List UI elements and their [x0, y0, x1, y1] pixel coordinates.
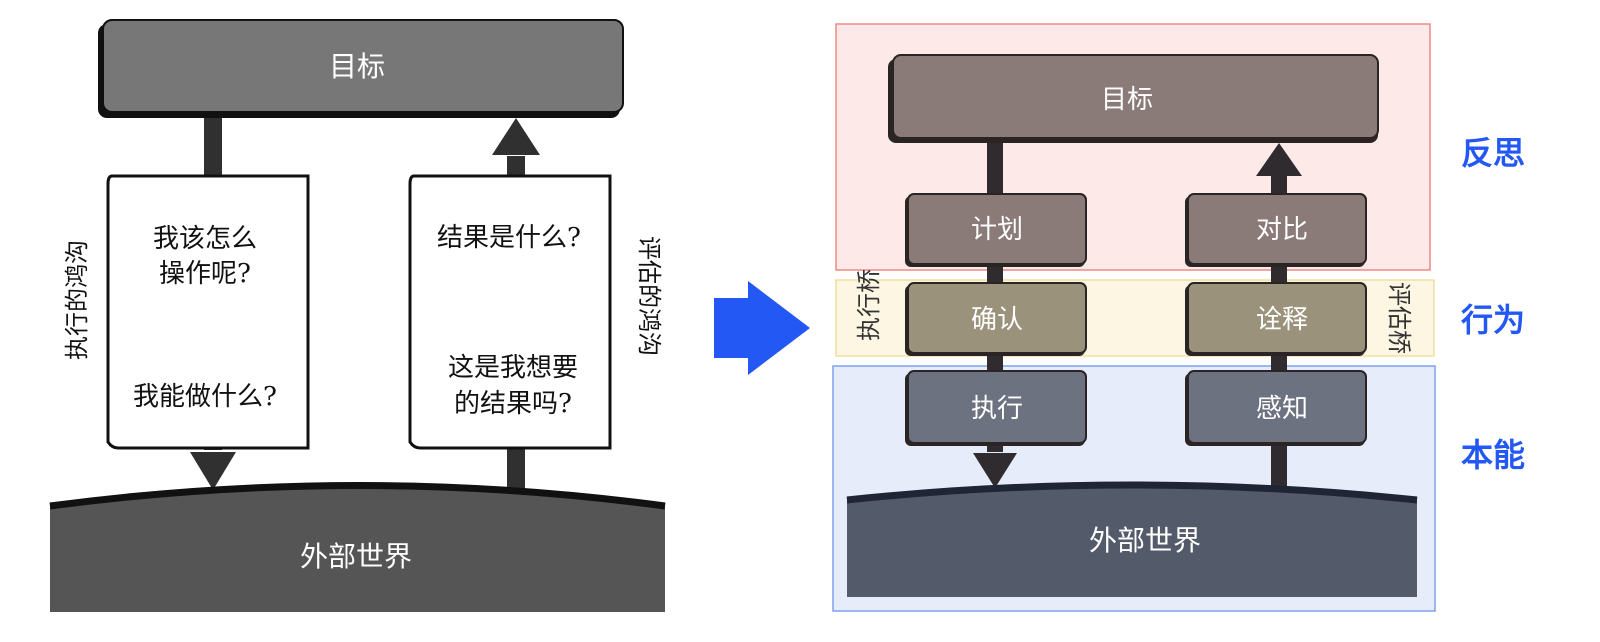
left-execution-arrow-down-icon [190, 452, 236, 490]
left-gulf-evaluation-label: 评估的鸿沟 [635, 236, 663, 356]
left-evaluation-text-line-2: 这是我想要 [448, 353, 578, 383]
left-execution-text-line-3: 我能做什么? [133, 382, 277, 412]
left-diagram: 目标 我该怎么 操作呢? 我能做什么? 结果是什么? 这是我想要 的结果吗? 执… [49, 19, 666, 612]
behavioral-level-label: 行为 [1461, 301, 1525, 339]
right-world-edge [846, 481, 1418, 504]
left-execution-text-line-2: 操作呢? [159, 259, 251, 289]
right-world-label: 外部世界 [1089, 524, 1201, 557]
perceive-box [1187, 370, 1367, 444]
left-evaluation-text-line-3: 的结果吗? [454, 389, 572, 419]
confirm-label: 确认 [971, 305, 1023, 335]
right-arrow-icon [714, 281, 810, 375]
left-world-ground [50, 485, 665, 612]
left-evaluation-box [408, 174, 612, 450]
left-world-edge [49, 482, 666, 510]
right-world-ground [847, 485, 1417, 597]
execute-label: 执行 [971, 394, 1023, 424]
reflective-level-label: 反思 [1461, 134, 1525, 172]
visceral-level-label: 本能 [1461, 436, 1525, 474]
execution-bridge-label: 执行桥 [855, 269, 883, 341]
right-evaluation-arrow-up-icon [1256, 143, 1302, 176]
level-labels: 反思 行为 本能 [1461, 134, 1525, 474]
interpret-label: 诠释 [1256, 305, 1308, 335]
right-diagram: 目标 计划 对比 确认 诠释 执行 感知 执行桥 评估桥 外部世界 [832, 23, 1436, 612]
execute-box [907, 370, 1087, 444]
left-execution-text-line-1: 我该怎么 [153, 224, 257, 254]
left-gulf-execution-label: 执行的鸿沟 [63, 240, 91, 360]
left-goal-box [102, 19, 624, 113]
left-evaluation-arrow-up-icon [492, 118, 540, 155]
compare-label: 对比 [1256, 215, 1308, 245]
plan-label: 计划 [971, 215, 1023, 245]
perceive-label: 感知 [1256, 394, 1308, 424]
left-evaluation-text-line-1: 结果是什么? [437, 223, 581, 253]
left-execution-box [106, 174, 310, 450]
right-execution-arrow-down-icon [973, 453, 1017, 488]
evaluation-bridge-label: 评估桥 [1385, 282, 1413, 354]
left-goal-label: 目标 [329, 50, 385, 83]
plan-box [907, 193, 1087, 265]
left-world-label: 外部世界 [300, 540, 412, 573]
interpret-box [1187, 282, 1367, 354]
right-goal-box [892, 54, 1379, 139]
confirm-box [907, 282, 1087, 354]
compare-box [1187, 193, 1367, 265]
right-goal-label: 目标 [1101, 85, 1153, 115]
transition-arrow [714, 281, 810, 375]
